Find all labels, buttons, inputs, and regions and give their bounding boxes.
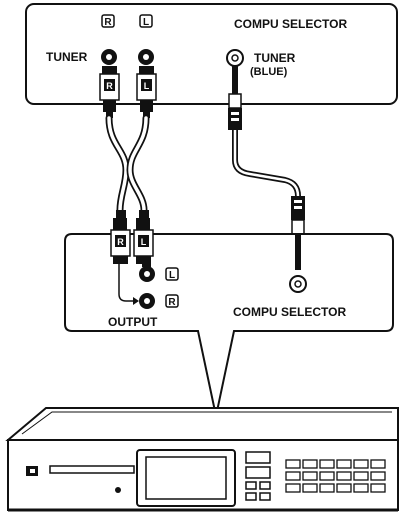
display-window-icon — [136, 449, 236, 507]
preset-button — [370, 459, 386, 469]
tuner-right-jack-icon — [101, 49, 117, 65]
top-channel-left-label: L — [143, 17, 149, 28]
mode-buttons-icon — [245, 451, 271, 501]
left-channel-connector — [142, 264, 151, 267]
top-plug-right-label: R — [106, 81, 113, 91]
preset-button — [285, 483, 301, 493]
bottom-channel-left-label: L — [169, 270, 175, 281]
top-tuner-label: TUNER — [46, 50, 88, 64]
preset-button — [353, 459, 369, 469]
top-channel-right-label: R — [104, 17, 112, 28]
bottom-plug-left-icon — [133, 210, 154, 264]
preset-button — [285, 471, 301, 481]
preset-button — [370, 471, 386, 481]
bottom-compu-selector-jack-icon — [289, 275, 307, 293]
output-left-jack-icon — [139, 266, 155, 282]
output-right-jack-icon — [139, 293, 155, 309]
tuner-jack-label-line1: TUNER — [254, 51, 296, 65]
bottom-compu-selector-label: COMPU SELECTOR — [233, 305, 346, 319]
preset-button — [353, 471, 369, 481]
headphone-jack-icon — [115, 487, 121, 493]
preset-button — [370, 483, 386, 493]
preset-button — [353, 483, 369, 493]
bottom-plug-right-icon — [110, 210, 131, 264]
top-panel — [25, 3, 398, 105]
top-compu-selector-label: COMPU SELECTOR — [234, 17, 347, 31]
output-label: OUTPUT — [108, 315, 158, 329]
top-channel-left-box — [139, 14, 153, 28]
preset-button — [336, 459, 352, 469]
preset-button — [336, 483, 352, 493]
tuner-jack-label-line2: (BLUE) — [250, 66, 288, 78]
cassette-slot-icon — [49, 465, 135, 474]
top-channel-right-box — [101, 14, 115, 28]
top-plug-left-icon — [136, 66, 157, 118]
bottom-channel-right-box — [165, 294, 179, 308]
selector-cable — [228, 66, 305, 270]
bottom-plug-right-label: R — [117, 237, 124, 247]
preset-button — [319, 459, 335, 469]
bottom-channel-right-label: R — [168, 297, 176, 308]
preset-button — [302, 471, 318, 481]
top-plug-right-icon — [99, 66, 120, 118]
preset-button — [302, 459, 318, 469]
power-switch-highlight — [30, 469, 35, 473]
tuner-left-jack-icon — [138, 49, 154, 65]
preset-button — [319, 471, 335, 481]
preset-buttons-icon — [285, 459, 386, 493]
preset-button — [319, 483, 335, 493]
twin-rca-cable — [105, 114, 150, 214]
top-compu-selector-jack-icon — [226, 49, 244, 67]
top-plug-left-label: L — [144, 81, 150, 91]
preset-button — [285, 459, 301, 469]
right-channel-arrow-icon — [118, 264, 139, 305]
bottom-panel-callout — [64, 233, 394, 417]
bottom-channel-left-box — [165, 267, 179, 281]
preset-button — [336, 471, 352, 481]
preset-button — [302, 483, 318, 493]
bottom-plug-left-label: L — [141, 237, 147, 247]
tuner-device — [5, 407, 399, 512]
